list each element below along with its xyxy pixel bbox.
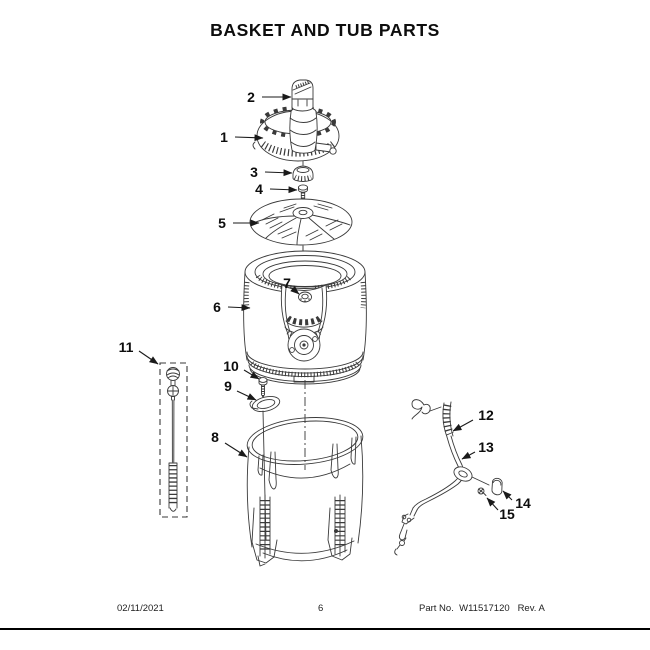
callout-1-label: 1 bbox=[220, 129, 228, 145]
callout-15: 15 bbox=[486, 497, 515, 522]
callout-8-label: 8 bbox=[211, 429, 219, 445]
callout-3: 3 bbox=[250, 164, 293, 180]
callout-6: 6 bbox=[213, 299, 251, 315]
agitator-auger-drawing bbox=[289, 106, 318, 154]
callout-13-label: 13 bbox=[478, 439, 494, 455]
callout-13: 13 bbox=[461, 439, 494, 460]
basket-drawing bbox=[243, 250, 367, 385]
callout-11: 11 bbox=[119, 339, 159, 365]
callout-5: 5 bbox=[218, 215, 260, 231]
callout-9-label: 9 bbox=[224, 378, 232, 394]
hose-assembly-drawing bbox=[394, 399, 503, 556]
callout-4: 4 bbox=[255, 181, 298, 197]
callouts: 1 2 3 4 5 6 7 bbox=[119, 89, 531, 522]
callout-8: 8 bbox=[211, 429, 248, 458]
callout-1: 1 bbox=[220, 129, 264, 145]
basket-hub-drawing bbox=[298, 291, 312, 303]
callout-10: 10 bbox=[223, 358, 260, 380]
seal-cap-drawing bbox=[292, 165, 314, 182]
cap-drawing bbox=[291, 79, 314, 112]
page-title: BASKET AND TUB PARTS bbox=[210, 20, 440, 40]
callout-3-label: 3 bbox=[250, 164, 258, 180]
callout-2-label: 2 bbox=[247, 89, 255, 105]
callout-7-label: 7 bbox=[283, 275, 291, 291]
callout-14-label: 14 bbox=[515, 495, 531, 511]
tub-drawing bbox=[246, 417, 364, 567]
callout-14: 14 bbox=[502, 490, 531, 511]
callout-2: 2 bbox=[247, 89, 292, 105]
footer-part-number: Part No. W11517120 Rev. A bbox=[419, 603, 545, 614]
page-bottom-rule bbox=[0, 628, 650, 630]
callout-9: 9 bbox=[224, 378, 257, 401]
rod-bracket-drawing bbox=[249, 377, 281, 541]
callout-5-label: 5 bbox=[218, 215, 226, 231]
callout-12-label: 12 bbox=[478, 407, 494, 423]
footer-page-number: 6 bbox=[318, 603, 324, 614]
footer-date: 02/11/2021 bbox=[117, 603, 164, 614]
callout-12: 12 bbox=[452, 407, 494, 432]
callout-10-label: 10 bbox=[223, 358, 239, 374]
callout-6-label: 6 bbox=[213, 299, 221, 315]
callout-4-label: 4 bbox=[255, 181, 263, 197]
suspension-rod-kit-drawing bbox=[159, 362, 188, 518]
callout-11-label: 11 bbox=[119, 339, 134, 355]
callout-7: 7 bbox=[283, 275, 300, 295]
callout-15-label: 15 bbox=[499, 506, 515, 522]
center-screw-drawing bbox=[298, 184, 308, 203]
